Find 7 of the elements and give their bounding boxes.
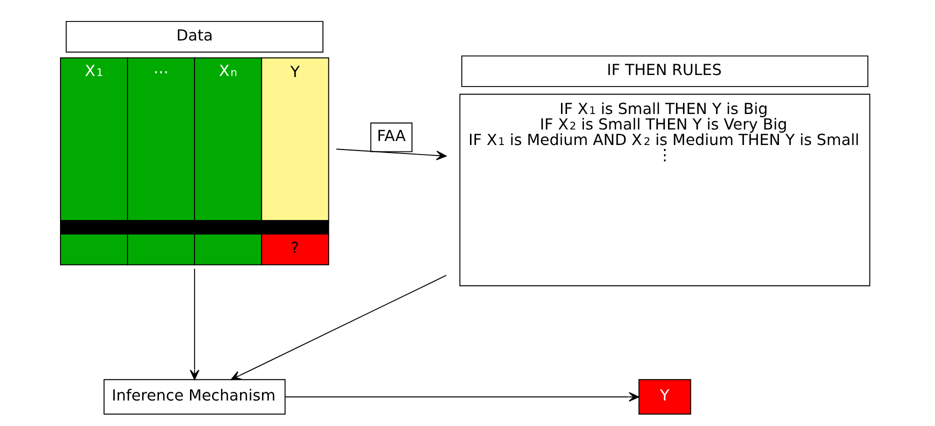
node-box: Y: [638, 379, 691, 415]
arrow: [230, 274, 446, 380]
node-box: Inference Mechanism: [103, 379, 286, 415]
arrow: [189, 268, 199, 380]
arrow: [335, 148, 446, 160]
arrow: [284, 392, 639, 402]
edge-label: FAA: [376, 126, 406, 145]
